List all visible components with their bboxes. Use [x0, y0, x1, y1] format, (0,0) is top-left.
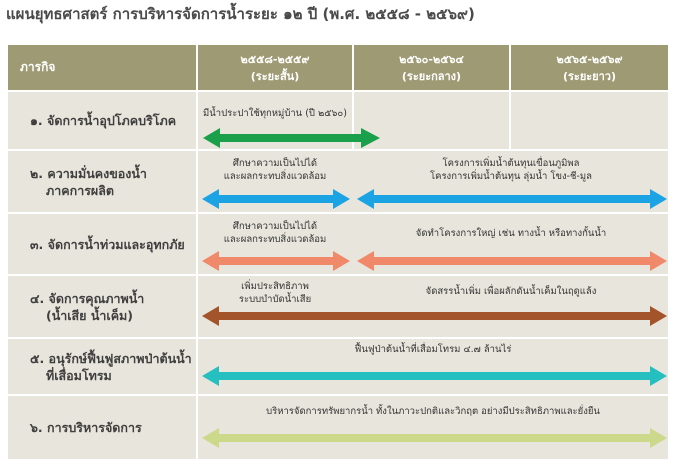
- row-note-block: โครงการเพิ่มน้ำต้นทุนเขื่อนภูมิพล โครงกา…: [356, 157, 666, 183]
- arrow-row-2-a: [202, 189, 350, 209]
- row-note: มีน้ำประปาใช้ทุกหมู่บ้าน (ปี ๒๕๖๐): [203, 108, 347, 119]
- phase-span-cell: [198, 396, 668, 459]
- header-phase-term: (ระยะยาว): [562, 69, 617, 83]
- row-note: บริหารจัดการทรัพยากรน้ำ ทั้งในภาวะปกติแล…: [266, 406, 600, 417]
- phase-span-cell: [198, 276, 668, 337]
- task-label: ๓. จัดการน้ำท่วมและอุทกภัย: [30, 236, 185, 252]
- task-label: (น้ำเสีย น้ำเค็ม): [46, 307, 134, 323]
- task-label: ๑. จัดการน้ำอุปโภคบริโภค: [30, 113, 177, 128]
- arrow-row-5: [202, 366, 667, 386]
- header-phase-long: ๒๕๖๕-๒๕๖๙ (ระยะยาว): [511, 45, 668, 90]
- row-note-block: เพิ่มประสิทธิภาพ ระบบบำบัดน้ำเสีย: [200, 280, 350, 306]
- task-cell: ๔. จัดการคุณภาพน้ำ (น้ำเสีย น้ำเค็ม): [8, 276, 196, 337]
- header-phase-years: ๒๕๕๘-๒๕๕๙: [240, 52, 310, 66]
- task-label: ๒. ความมั่นคงของน้ำ: [30, 165, 147, 181]
- task-label: ภาคการผลิต: [46, 182, 115, 198]
- arrow-row-4: [202, 306, 667, 326]
- row-note-block: ศึกษาความเป็นไปได้ และผลกระทบสิ่งแวดล้อม: [200, 220, 350, 246]
- row-note: ศึกษาความเป็นไปได้: [232, 221, 318, 232]
- row-note: โครงการเพิ่มน้ำต้นทุนเขื่อนภูมิพล: [442, 158, 580, 169]
- header-phase-term: (ระยะสั้น): [250, 69, 300, 83]
- row-note: จัดสรรน้ำเพิ่ม เพื่อผลักดันน้ำเค็มในฤดูแ…: [425, 286, 597, 297]
- row-note: เพิ่มประสิทธิภาพ: [241, 281, 309, 292]
- row-note: โครงการเพิ่มน้ำต้นทุน ลุ่มน้ำ โขง-ชี-มูล: [430, 171, 592, 182]
- header-phase-years: ๒๕๖๐-๒๕๖๔: [399, 52, 464, 66]
- header-phase-years: ๒๕๖๕-๒๕๖๙: [556, 52, 623, 66]
- task-cell: ๑. จัดการน้ำอุปโภคบริโภค: [8, 92, 196, 149]
- arrow-row-3-b: [357, 251, 667, 271]
- header-phase-term: (ระยะกลาง): [401, 69, 462, 83]
- task-label: ที่เสื่อมโทรม: [46, 367, 112, 383]
- row-note: ฟื้นฟูป่าต้นน้ำที่เสื่อมโทรม ๔.๗ ล้านไร่: [354, 344, 512, 355]
- arrow-row-6: [202, 428, 667, 448]
- arrow-row-3-a: [202, 251, 350, 271]
- task-label: ๔. จัดการคุณภาพน้ำ: [30, 290, 145, 306]
- header-task-label: ภารกิจ: [20, 60, 56, 74]
- header-task: ภารกิจ: [8, 45, 196, 90]
- page-title: แผนยุทธศาสตร์ การบริหารจัดการน้ำระยะ ๑๒ …: [6, 5, 475, 23]
- arrow-row-2-b: [357, 189, 667, 209]
- row-note: จัดทำโครงการใหญ่ เช่น ทางน้ำ หรือทางกั้น…: [415, 228, 607, 239]
- row-note: และผลกระทบสิ่งแวดล้อม: [223, 234, 327, 245]
- row-note: ระบบบำบัดน้ำเสีย: [238, 294, 312, 305]
- task-cell: ๓. จัดการน้ำท่วมและอุทกภัย: [8, 214, 196, 274]
- task-cell: ๖. การบริหารจัดการ: [8, 396, 196, 459]
- header-phase-short: ๒๕๕๘-๒๕๕๙ (ระยะสั้น): [198, 45, 352, 90]
- row-note: ศึกษาความเป็นไปได้: [232, 158, 318, 169]
- row-note: และผลกระทบสิ่งแวดล้อม: [223, 171, 327, 182]
- phase-cell: [354, 92, 509, 149]
- task-cell: ๕. อนุรักษ์ฟื้นฟูสภาพป่าต้นน้ำ ที่เสื่อม…: [8, 339, 196, 394]
- phase-cell: [511, 92, 668, 149]
- arrow-row-1: [203, 128, 380, 148]
- header-phase-medium: ๒๕๖๐-๒๕๖๔ (ระยะกลาง): [354, 45, 509, 90]
- task-cell: ๒. ความมั่นคงของน้ำ ภาคการผลิต: [8, 151, 196, 212]
- task-label: ๖. การบริหารจัดการ: [30, 420, 142, 435]
- task-label: ๕. อนุรักษ์ฟื้นฟูสภาพป่าต้นน้ำ: [30, 350, 192, 366]
- row-note-block: ศึกษาความเป็นไปได้ และผลกระทบสิ่งแวดล้อม: [200, 157, 350, 183]
- phase-span-cell: [198, 339, 668, 394]
